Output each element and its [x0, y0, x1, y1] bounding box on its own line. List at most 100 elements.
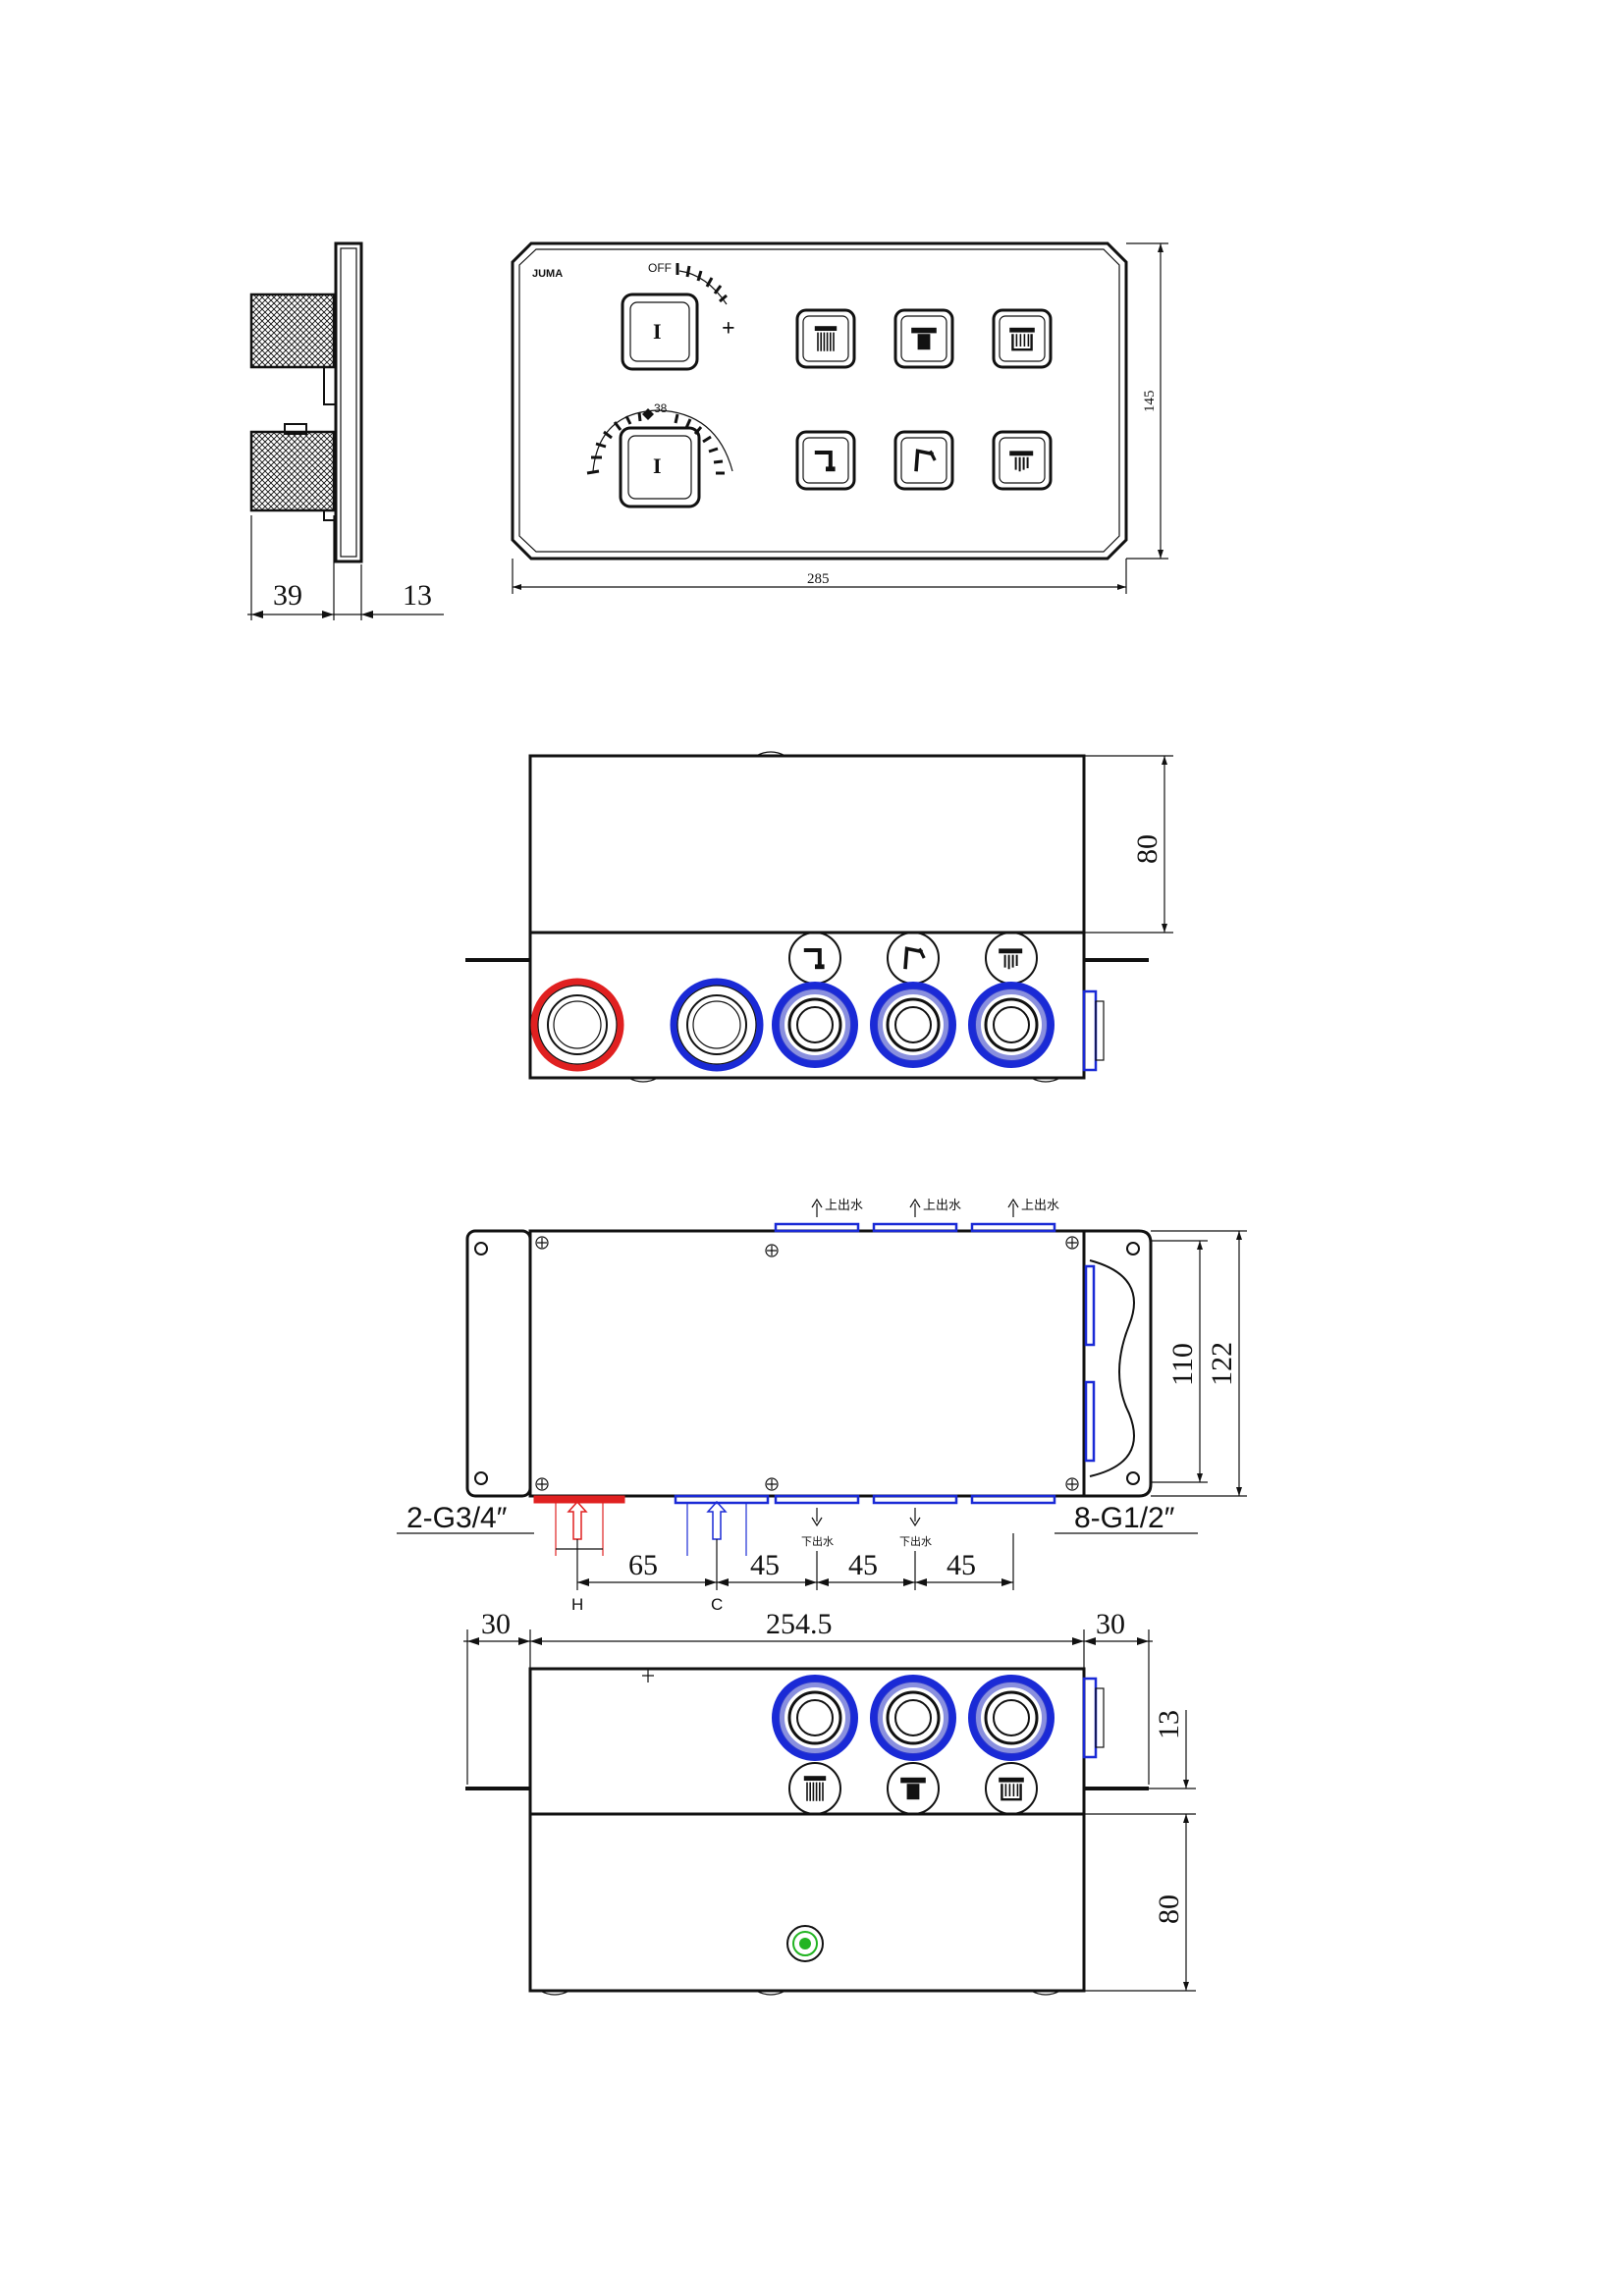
lower-knob-inner [627, 435, 692, 500]
hand-shower-icon [914, 449, 938, 474]
screw-bosses [627, 751, 1061, 1083]
temp-dial-marker [642, 408, 654, 420]
dim-left-30-text: 30 [481, 1608, 511, 1640]
outlet-port [772, 1675, 858, 1761]
cold-inlet-arrow [706, 1500, 728, 1540]
rain-shower-icon [802, 1775, 828, 1802]
wall-spray-icon [998, 947, 1024, 971]
up-arrow-icon [1007, 1198, 1019, 1217]
dim-width-text: 285 [807, 571, 830, 587]
hot-inlet-arrow [567, 1500, 588, 1540]
side-port [1084, 1264, 1096, 1347]
flow-dial: OFF + I [621, 261, 735, 371]
dim-offset-text: 13 [1153, 1710, 1185, 1739]
upper-outlet-stub [774, 1222, 860, 1233]
side-port [1082, 1677, 1098, 1759]
faucet-icon [801, 948, 827, 972]
hand-shower-icon [903, 946, 927, 972]
upper-outlet-label: 上出水 [825, 1199, 863, 1213]
cold-inlet-port [670, 978, 764, 1072]
faucet-button[interactable] [795, 430, 856, 491]
multi-spray-icon [998, 1776, 1026, 1801]
dial-plus-label: + [722, 316, 735, 342]
side-port [1084, 1380, 1096, 1463]
lower-knob-knurl [249, 430, 336, 512]
overhead-shower-icon [911, 327, 937, 350]
cold-inlet-stub [674, 1494, 770, 1505]
upper-outlet-label: 上出水 [1021, 1199, 1059, 1213]
upper-knob-knurl [249, 293, 336, 369]
rain-button[interactable] [795, 308, 856, 369]
side-port-cap [1095, 1000, 1105, 1061]
upper-knob-button[interactable] [621, 293, 699, 371]
dim-height-text: 145 [1142, 391, 1158, 413]
dim-110-text: 110 [1166, 1343, 1199, 1386]
side-port-cap [1095, 1687, 1105, 1748]
lower-outlet-label: 下出水 [899, 1534, 932, 1548]
top-view: 80 [465, 751, 1173, 1083]
dim-45-text: 45 [750, 1549, 780, 1581]
dial-ticks [676, 263, 728, 303]
side-port [1082, 989, 1098, 1072]
side-plate-inner [340, 247, 357, 558]
dim-depth-text: 39 [273, 579, 302, 612]
dial-off-label: OFF [648, 261, 672, 275]
hot-inlet-stub [533, 1495, 625, 1504]
multispray-button[interactable] [992, 308, 1053, 369]
upper-outlet-stub [970, 1222, 1056, 1233]
side-plate [334, 241, 363, 563]
outlet-port [772, 982, 858, 1068]
handshower-button[interactable] [893, 430, 954, 491]
overhead-shower-icon [900, 1777, 926, 1800]
outlet-port [968, 1675, 1055, 1761]
multi-spray-icon [1007, 326, 1037, 351]
side-port-profile [1089, 1259, 1135, 1477]
front-view: JUMA OFF + I 38 I [511, 241, 1168, 594]
lower-knob-button[interactable] [619, 426, 701, 508]
rain-symbol-ring [788, 1762, 841, 1815]
indicator-ring [786, 1925, 824, 1962]
wall-spray-icon [1008, 450, 1035, 473]
multispray-symbol-ring [985, 1762, 1038, 1815]
rain-shower-icon [813, 325, 839, 352]
hot-inlet-port [530, 978, 624, 1072]
dim-length-text: 254.5 [766, 1608, 833, 1640]
power-indicator-led [799, 1938, 811, 1949]
dim-80-text: 80 [1131, 834, 1163, 864]
screw-bosses [539, 1990, 1061, 1996]
lower-outlet-stub [872, 1494, 958, 1505]
outlet-port [870, 1675, 956, 1761]
dim-arrows [577, 1578, 1013, 1586]
plan-view: 上出水 上出水 上出水 下出水 下出水 2-G3/4″ 8-G1/2″ [397, 1198, 1247, 1614]
right-mount-flange [1084, 1229, 1153, 1498]
overhead-button[interactable] [893, 308, 954, 369]
upper-knob-inner [629, 301, 690, 362]
wallspray-symbol-ring [985, 932, 1038, 985]
dim-65-text: 65 [628, 1549, 658, 1581]
dim-45-text: 45 [947, 1549, 976, 1581]
upper-outlet-stub [872, 1222, 958, 1233]
lower-outlet-label: 下出水 [801, 1534, 834, 1548]
left-mount-flange [465, 1229, 532, 1498]
side-view: 39 13 [247, 241, 444, 620]
dial-38-label: 38 [654, 401, 668, 415]
outlet-port [968, 982, 1055, 1068]
cold-label: C [711, 1595, 723, 1614]
dim-122-text: 122 [1206, 1342, 1238, 1386]
faceplate-inner [518, 248, 1120, 553]
up-arrow-icon [909, 1198, 921, 1217]
up-arrow-icon [811, 1198, 823, 1217]
overhead-symbol-ring [887, 1762, 940, 1815]
center-mark [642, 1669, 654, 1682]
lower-knob-glyph: I [653, 454, 662, 478]
handshower-symbol-ring [887, 932, 940, 985]
indicator-halo [792, 1931, 818, 1956]
outlet-thread-label: 8-G1/2″ [1074, 1502, 1175, 1534]
down-arrow-icon [811, 1508, 823, 1527]
faucet-symbol-ring [788, 932, 841, 985]
lower-outlet-stub [774, 1494, 860, 1505]
body-cover-bottom [528, 1812, 1086, 1993]
upper-outlet-label: 上出水 [923, 1199, 961, 1213]
wallspray-button[interactable] [992, 430, 1053, 491]
